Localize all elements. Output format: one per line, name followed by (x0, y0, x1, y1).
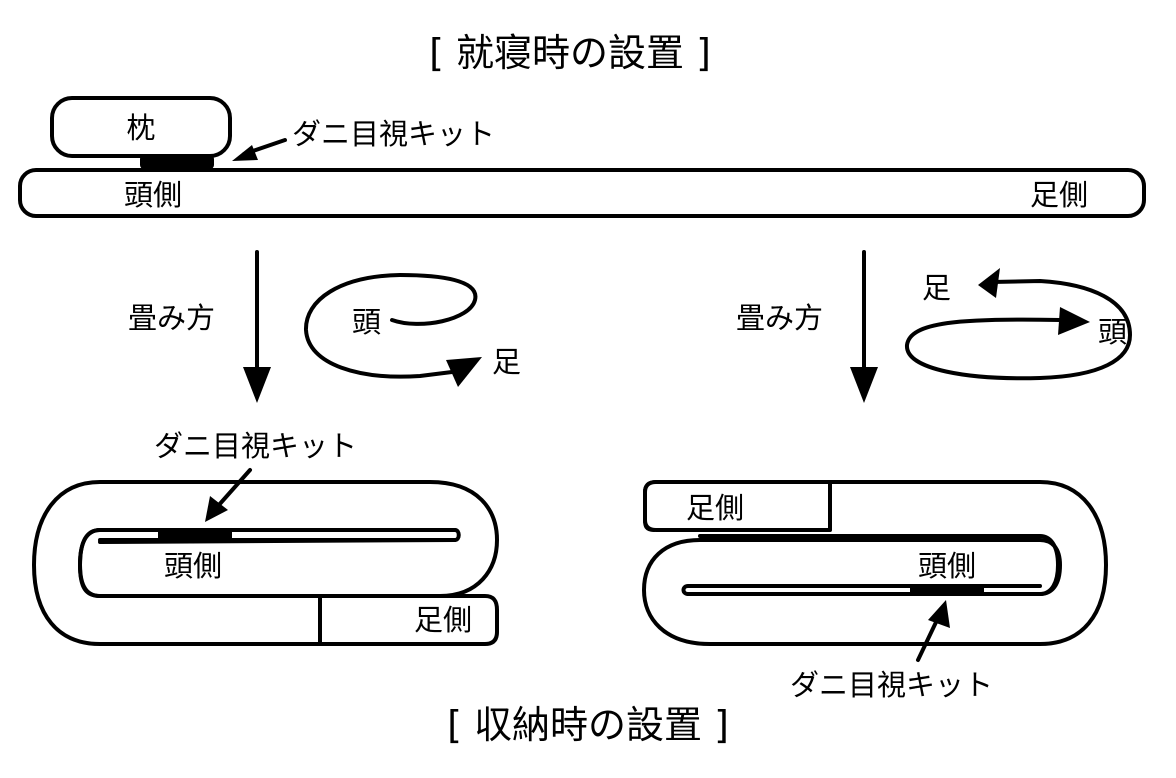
folded-futon-left (32, 480, 499, 646)
kit-arrow-top (232, 138, 287, 161)
arrow-head (243, 367, 271, 403)
down-arrow-left (243, 250, 271, 403)
arrow-head (232, 145, 258, 161)
fold-method-label-right: 畳み方 (736, 301, 823, 335)
fold-loop-right (905, 268, 1132, 381)
kit-label-right: ダニ目視キット (790, 668, 993, 702)
kit-label-left: ダニ目視キット (154, 429, 357, 463)
loop-start-label-right: 頭 (1098, 315, 1127, 349)
head-side-label-right: 頭側 (918, 549, 976, 583)
loop-end-label-right: 足 (922, 271, 951, 305)
head-side-label-left: 頭側 (164, 549, 222, 583)
mite-kit-top (140, 155, 214, 169)
down-arrow-right (850, 250, 878, 403)
fold-method-label-left: 畳み方 (128, 301, 215, 335)
kit-label-top: ダニ目視キット (292, 117, 495, 151)
foot-side-label-right: 足側 (686, 491, 744, 525)
kit-arrow-right (916, 600, 950, 662)
mite-kit-left (158, 529, 232, 539)
title-sleeping: [ 就寝時の設置 ] (429, 31, 711, 75)
title-storage: [ 収納時の設置 ] (447, 703, 729, 747)
arrow-head (850, 367, 878, 403)
arrow-head (446, 357, 482, 387)
head-side-label-top: 頭側 (124, 178, 182, 212)
kit-arrow-left (205, 468, 252, 522)
arrow-head (928, 600, 950, 628)
foot-side-label-top: 足側 (1030, 178, 1088, 212)
fold-loop-left (303, 273, 482, 387)
futon-sleeping (18, 168, 1146, 218)
pillow-label: 枕 (126, 111, 155, 145)
foot-side-label-left: 足側 (414, 603, 472, 637)
pillow-body (50, 96, 232, 158)
futon-body (18, 168, 1146, 218)
arrow-head (205, 496, 228, 522)
loop-end-label-left: 足 (492, 345, 521, 379)
arrow-head (1058, 307, 1090, 335)
folded-futon-right (642, 480, 1108, 646)
arrow-head (978, 268, 1000, 298)
pillow: 枕 (50, 96, 232, 158)
loop-start-label-left: 頭 (352, 305, 381, 339)
mite-kit-right (910, 586, 984, 596)
